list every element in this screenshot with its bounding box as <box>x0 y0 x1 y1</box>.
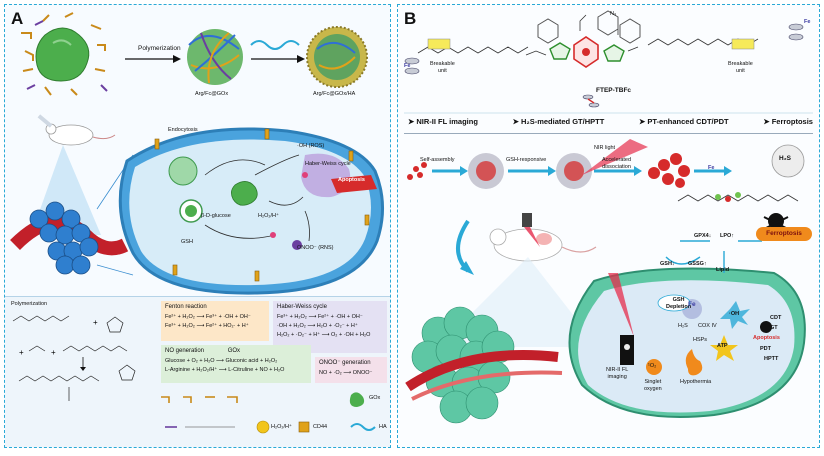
feature-list: ➤ NIR-II FL imaging ➤ H₂S-mediated GT/HP… <box>408 117 813 129</box>
accelerated-dissociation-label: Accelerated dissociation <box>602 157 632 170</box>
assembly-process <box>407 139 805 202</box>
no-generation-box: NO generation GOx Glucose + O₂ + H₂O ⟶ G… <box>161 345 311 383</box>
fenton-eq1: Fe²⁺ + H₂O₂ ⟶ Fe³⁺ + ·OH + OH⁻ <box>165 314 251 320</box>
fenton-eq2: Fe³⁺ + H₂O₂ ⟶ Fe²⁺ + HO₂· + H⁺ <box>165 323 249 329</box>
no-title: NO generation <box>165 348 205 354</box>
legend-cd44-label: CD44 <box>313 424 328 430</box>
endocytosis-label: Endocytosis <box>168 127 198 133</box>
gsh-responsive-label: GSH-responsive <box>506 157 547 163</box>
onoo-label: ONOO⁻ (RNS) <box>297 245 334 251</box>
lpo-label: LPO↑ <box>720 233 735 239</box>
haber-eq3: H₂O₂ + ·O₂⁻ + H⁺ ⟶ O₂ + ·OH + H₂O <box>277 332 371 338</box>
glucose-label: β-D-glucose <box>201 213 231 219</box>
h2o2-label: H₂O₂/H⁺ <box>258 213 279 219</box>
breakable-unit-right: Breakable unit <box>728 61 753 74</box>
legend-icons <box>161 392 376 434</box>
pdt-label: PDT <box>760 346 771 352</box>
feature-item: ➤ Ferroptosis <box>763 117 813 126</box>
singlet-oxygen-label: Singlet oxygen <box>644 379 662 392</box>
gssg-up-label: GSSG↑ <box>688 261 707 267</box>
polymerization-label: Polymerization <box>138 45 181 52</box>
cox-iv-label: COX IV <box>698 323 717 329</box>
hsps-label: HSPs <box>693 337 708 343</box>
svg-text:+: + <box>19 348 24 357</box>
haber-eq1: Fe³⁺ + H₂O₂ ⟶ Fe²⁺ + ·OH + OH⁻ <box>277 314 363 320</box>
nir-ii-imaging-label: NIR-II FL imaging <box>606 367 629 380</box>
legend-ha-label: HA <box>379 424 387 430</box>
no-eq1: Glucose + O₂ + H₂O ⟶ Gluconic acid + H₂O… <box>165 358 278 364</box>
onoo-title: ONOO⁻ generation <box>319 360 371 366</box>
self-assembly-label: Self-assembly <box>420 157 455 163</box>
ftep-tbfc-label: FTEP-TBFc <box>596 87 632 94</box>
process-fe-label: Fe <box>708 165 715 171</box>
nir-light-label: NIR light <box>594 145 616 151</box>
gpx4-label: GPX4↓ <box>694 233 712 239</box>
gsh-label: GSH <box>181 239 193 245</box>
apoptosis-label: Apoptosis <box>338 177 365 183</box>
haber-eq2: ·OH + H₂O₂ ⟶ H₂O + ·O₂⁻ + H⁺ <box>277 323 358 329</box>
reaction-legend: Polymerization + + + Fenton reaction Fe²… <box>5 296 390 447</box>
legend-gox-label: GOx <box>369 395 381 401</box>
hypothermia-label: Hypothermia <box>680 379 712 385</box>
product-arg-fc-gox-ha: Arg/Fc@GOx/HA <box>313 91 356 97</box>
oh-ros-label: ·OH (ROS) <box>297 143 325 149</box>
panel-b: B <box>397 4 820 448</box>
panel-a: A <box>4 4 391 448</box>
feature-item: ➤ PT-enhanced CDT/PDT <box>639 117 729 126</box>
no-eq2: L-Arginine + H₂O₂/H⁺ ⟶ L-Citruline + NO … <box>165 367 285 373</box>
panel-a-label: A <box>11 9 24 28</box>
fenton-title: Fenton reaction <box>165 304 207 310</box>
singlet-o2-label: ¹O₂ <box>648 363 657 369</box>
panel-b-label: B <box>404 9 417 28</box>
onoo-eq: NO + ·O₂ ⟶ ONOO⁻ <box>319 370 373 376</box>
atp-label: ATP <box>717 343 728 349</box>
h2s-bubble-label: H₂S <box>779 155 791 162</box>
synthesis-illustration <box>21 12 368 96</box>
mol-n3-top: N₃ <box>610 11 617 17</box>
breakable-unit-left: Breakable unit <box>430 61 455 74</box>
gox-arrow-label: GOx <box>227 348 241 354</box>
tumor-fe-label: Fe <box>688 301 696 308</box>
haber-title: Haber-Weiss cycle <box>277 304 327 310</box>
svg-text:+: + <box>51 348 56 357</box>
svg-text:+: + <box>93 318 98 327</box>
ftep-tbfc-structure <box>404 10 813 114</box>
mol-fe-left: Fe <box>404 63 411 69</box>
feature-divider <box>404 133 813 134</box>
tumor-illustration <box>405 213 806 424</box>
lipid-label: Lipid <box>716 267 730 273</box>
fenton-box: Fenton reaction Fe²⁺ + H₂O₂ ⟶ Fe³⁺ + ·OH… <box>161 301 269 341</box>
h2s-tumor-label: H₂S <box>678 323 688 329</box>
onoo-generation-box: ONOO⁻ generation NO + ·O₂ ⟶ ONOO⁻ <box>315 357 387 383</box>
cdt-label: CDT <box>770 315 782 321</box>
mol-fe-right: Fe <box>804 19 811 25</box>
legend-h2o2-label: H₂O₂/H⁺ <box>271 424 292 430</box>
feature-item: ➤ NIR-II FL imaging <box>408 117 478 126</box>
ferroptosis-badge: Ferroptosis <box>756 227 812 241</box>
cell-illustration <box>10 114 385 295</box>
oh-label: ·OH <box>729 311 740 317</box>
hptt-label: HPTT <box>764 356 779 362</box>
gsh-down-label: GSH↓ <box>660 261 675 267</box>
apoptosis-b-label: Apoptosis <box>753 335 780 341</box>
product-arg-fc-gox: Arg/Fc@GOx <box>195 91 229 97</box>
monomer-structures: + + + <box>12 315 136 401</box>
feature-item: ➤ H₂S-mediated GT/HPTT <box>512 117 605 126</box>
legend-polymerization-title: Polymerization <box>11 301 48 307</box>
gsh-depletion-label: GSH Depletion <box>666 297 692 310</box>
haber-box: Haber-Weiss cycle Fe³⁺ + H₂O₂ ⟶ Fe²⁺ + ·… <box>273 301 387 353</box>
gt-label: GT <box>770 325 778 331</box>
haber-weiss-label: Haber-Weiss cycle <box>305 161 351 167</box>
